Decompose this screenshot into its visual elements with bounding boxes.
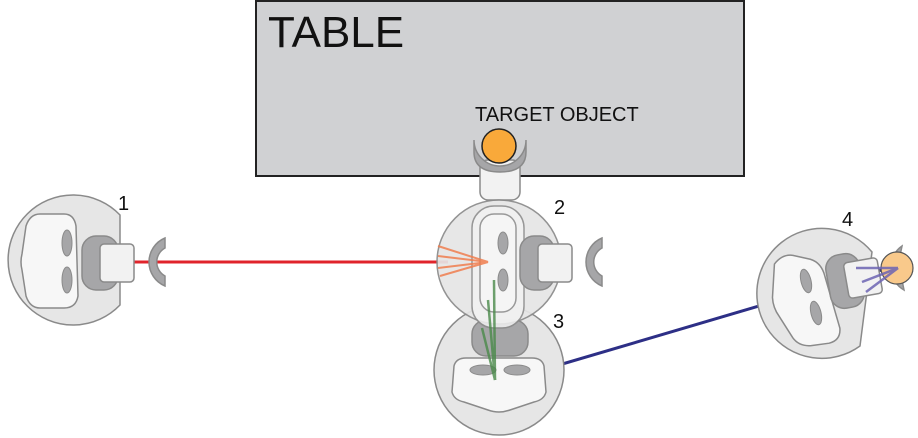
robot-2: 2 xyxy=(436,197,603,329)
robot-2-orange-beams xyxy=(437,245,489,277)
target-label: TARGET OBJECT xyxy=(475,104,639,126)
robot-3: 3 xyxy=(433,304,565,436)
robot-3-green-beams xyxy=(480,279,497,381)
robot-1: 1 xyxy=(7,193,166,326)
robot-4-purple-beams xyxy=(856,266,899,293)
robot-4: 4 xyxy=(756,209,914,360)
robot-2-number: 2 xyxy=(554,197,565,219)
robot-1-number: 1 xyxy=(118,193,129,215)
target-ball xyxy=(481,128,517,164)
robot-3-number: 3 xyxy=(553,311,564,333)
target-object: TARGET OBJECT xyxy=(475,104,639,164)
robot-4-number: 4 xyxy=(842,209,853,231)
table-label: TABLE xyxy=(268,8,404,57)
